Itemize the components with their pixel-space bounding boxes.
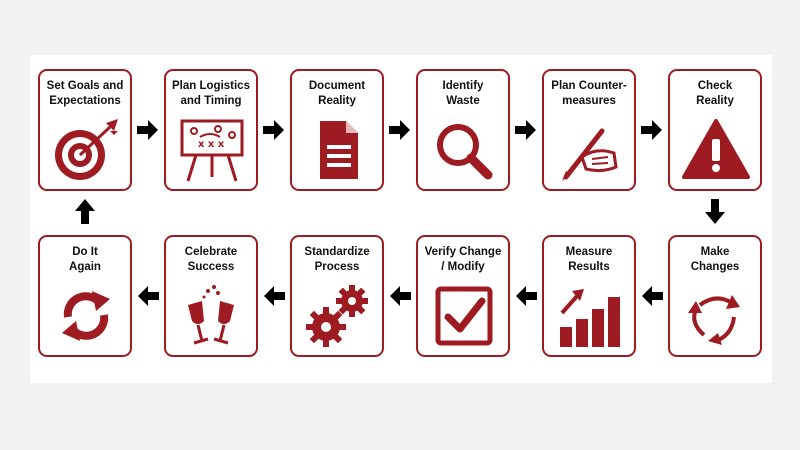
- step-plan-countermeasures: Plan Counter- measures: [542, 69, 636, 191]
- step-label: Plan Counter- measures: [551, 80, 627, 107]
- step-label: Make Changes: [690, 246, 740, 273]
- arrow-right-icon: [137, 120, 158, 140]
- step-label: Set Goals and Expectations: [46, 80, 124, 107]
- step-document-reality: Document Reality: [290, 69, 384, 191]
- step-measure-results: Measure Results: [542, 235, 636, 357]
- arrow-left-icon: [390, 286, 411, 306]
- arrow-right-icon: [515, 120, 536, 140]
- step-standardize-process: Standardize Process: [290, 235, 384, 357]
- checkbox-icon: [435, 286, 493, 346]
- step-label: Standardize Process: [304, 246, 370, 273]
- step-label: Verify Change / Modify: [424, 246, 502, 273]
- step-identify-waste: Identify Waste: [416, 69, 510, 191]
- arrow-right-icon: [263, 120, 284, 140]
- magnifier-icon: [437, 124, 493, 180]
- step-set-goals: Set Goals and Expectations: [38, 69, 132, 191]
- step-verify-change: Verify Change / Modify: [416, 235, 510, 357]
- flow-diagram: Set Goals and Expectations Plan Logistic…: [30, 55, 772, 383]
- step-plan-logistics: Plan Logistics and Timing x x x: [164, 69, 258, 191]
- step-label: Plan Logistics and Timing: [172, 80, 250, 107]
- step-label: Check Reality: [696, 80, 734, 107]
- target-icon: [55, 119, 118, 180]
- arrow-down-icon: [705, 199, 725, 224]
- arrow-right-icon: [641, 120, 662, 140]
- svg-text:x x x: x x x: [198, 139, 225, 150]
- arrow-left-icon: [516, 286, 537, 306]
- step-celebrate-success: Celebrate Success: [164, 235, 258, 357]
- step-do-it-again: Do It Again: [38, 235, 132, 357]
- step-make-changes: Make Changes: [668, 235, 762, 357]
- easel-plan-icon: x x x: [180, 119, 244, 182]
- step-label: Identify Waste: [442, 80, 484, 107]
- step-label: Document Reality: [308, 80, 366, 107]
- bar-growth-icon: [560, 289, 620, 347]
- arrow-left-icon: [264, 286, 285, 306]
- step-label: Do It Again: [69, 246, 101, 273]
- gears-icon: [306, 285, 368, 347]
- hand-writing-icon: [562, 128, 618, 181]
- step-label: Celebrate Success: [184, 246, 238, 273]
- warning-icon: [682, 119, 750, 179]
- champagne-icon: [188, 285, 234, 345]
- step-label: Measure Results: [565, 246, 613, 273]
- arrow-left-icon: [642, 286, 663, 306]
- arrow-left-icon: [138, 286, 159, 306]
- document-icon: [320, 121, 358, 179]
- arrow-up-icon: [75, 199, 95, 224]
- refresh-icon: [62, 291, 110, 341]
- step-check-reality: Check Reality: [668, 69, 762, 191]
- cycle-arrows-icon: [688, 295, 740, 345]
- arrow-right-icon: [389, 120, 410, 140]
